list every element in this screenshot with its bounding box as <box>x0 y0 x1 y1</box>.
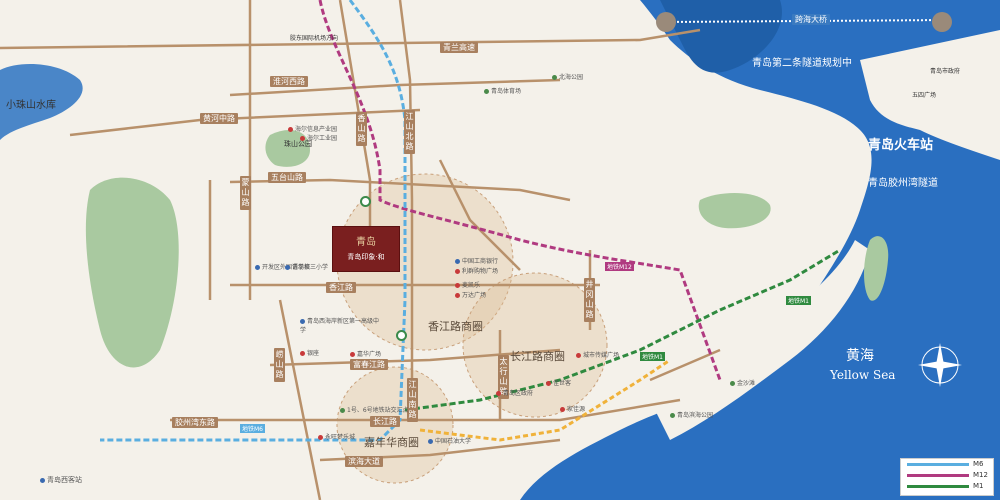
project-logo: 青岛 <box>356 237 376 248</box>
road-label-wutaishan: 五台山路 <box>268 172 306 183</box>
metro-label-m1-east: 地铁M1 <box>786 296 811 305</box>
poi-item[interactable]: 佳世客 <box>546 378 571 387</box>
road-label-jiangshan-s: 江山南路 <box>407 378 418 422</box>
area-label-jianianhua-biz: 嘉年华商圈 <box>364 436 419 449</box>
poi-item[interactable]: 麦凯乐 <box>455 280 480 289</box>
road-label-fuchunjiang: 富春江路 <box>350 359 388 370</box>
kuahai-bridge <box>664 19 951 23</box>
road-label-mengshan: 蒙山路 <box>240 176 251 210</box>
hill-center <box>265 130 310 167</box>
poi-item[interactable]: 永旺梦乐城 <box>318 432 355 441</box>
poi-item[interactable]: 万达广场 <box>455 290 486 299</box>
bridge-end-east <box>932 12 952 32</box>
reservoir <box>0 64 83 140</box>
road-label-xiangjiang: 香江路 <box>326 282 356 293</box>
road-label-changjiang: 长江路 <box>370 416 400 427</box>
peninsula <box>860 30 1000 160</box>
legend-row-m12: M12 <box>901 470 993 481</box>
poi-item[interactable]: 青岛第三小学 <box>285 262 328 271</box>
area-label-airport: 胶东国际机场方向 <box>290 35 339 42</box>
bridge-end-west <box>656 12 676 32</box>
poi-item[interactable]: 海尔信息产业园 <box>288 124 337 133</box>
area-label-west-station: 青岛西客站 <box>40 475 82 485</box>
sea-area <box>520 0 1000 500</box>
area-label-city-gov: 青岛市政府 <box>930 68 961 75</box>
poi-item[interactable]: 家佳源 <box>560 404 585 413</box>
metro-lines <box>100 0 841 442</box>
poi-item[interactable]: 青岛滨海公园 <box>670 410 713 419</box>
metro-station[interactable] <box>360 196 371 207</box>
hill-se <box>864 236 889 301</box>
metro-label-m12: 地铁M12 <box>605 262 634 271</box>
area-label-yellow-sea-cn: 黄海 <box>846 348 874 364</box>
road-label-jiaozhouwan: 胶州湾东路 <box>172 417 218 428</box>
road-label-huanghe: 黄河中路 <box>200 113 238 124</box>
road-label-xiangshan: 香山路 <box>356 112 367 146</box>
road-label-jiangshan-n: 江山北路 <box>404 110 415 154</box>
poi-item[interactable]: 青岛体育场 <box>484 86 521 95</box>
legend-label-m6: M6 <box>973 460 984 468</box>
poi-item[interactable]: 北海公园 <box>552 72 583 81</box>
legend-swatch-m1 <box>907 485 969 488</box>
area-label-second-tunnel: 青岛第二条隧道规划中 <box>752 58 852 69</box>
south-peninsula <box>650 240 870 440</box>
poi-item[interactable]: 银座 <box>300 348 319 357</box>
area-label-reservoir: 小珠山水库 <box>6 100 56 111</box>
area-label-jiaozhouwan-tunnel: 青岛胶州湾隧道 <box>868 178 938 189</box>
metro-label-m1: 地铁M1 <box>640 352 665 361</box>
road-label-kuahai: 跨海大桥 <box>792 14 830 25</box>
area-label-wusi-square: 五四广场 <box>912 92 937 99</box>
poi-item[interactable]: 中国工商银行 <box>455 256 498 265</box>
poi-item[interactable]: 青岛西海岸新区第一高级中学 <box>300 318 380 334</box>
legend-label-m12: M12 <box>973 471 988 479</box>
road-label-huaihe-w: 淮河西路 <box>270 76 308 87</box>
poi-item[interactable]: 城市传媒广场 <box>576 350 619 359</box>
poi-item[interactable]: 嘉华广场 <box>350 349 381 358</box>
road-label-laoshan: 崂山路 <box>274 348 285 382</box>
bay-area <box>660 0 782 73</box>
legend-swatch-m6 <box>907 463 969 466</box>
poi-item[interactable]: 金沙滩 <box>730 378 755 387</box>
legend-row-m6: M6 <box>901 459 993 470</box>
project-marker[interactable]: 青岛 青岛印象·和 <box>332 226 400 272</box>
hill-west <box>85 177 179 368</box>
poi-item[interactable]: 中国石油大学 <box>428 436 471 445</box>
metro-label-m6: 地铁M6 <box>240 424 265 433</box>
poi-item[interactable]: 青岛区政府 <box>496 388 533 397</box>
legend: M6 M12 M1 <box>900 458 994 496</box>
hill-east <box>698 193 771 229</box>
road-label-qinglan: 青兰高速 <box>440 42 478 53</box>
road-label-binhai: 滨海大道 <box>345 456 383 467</box>
project-name: 青岛印象·和 <box>347 253 385 261</box>
poi-item[interactable]: 海尔工业园 <box>300 133 337 142</box>
area-label-park: 珠山公园 <box>284 140 312 148</box>
area-label-changjiang-biz: 长江路商圈 <box>510 350 565 363</box>
road-label-jinggangshan: 井冈山路 <box>584 278 595 322</box>
legend-label-m1: M1 <box>973 482 984 490</box>
metro-station[interactable] <box>396 330 407 341</box>
poi-item[interactable]: 利群购物广场 <box>455 266 498 275</box>
legend-swatch-m12 <box>907 474 969 477</box>
area-label-xiangjiang-biz: 香江路商圈 <box>428 320 483 333</box>
area-label-qingdao-station: 青岛火车站 <box>868 138 934 153</box>
area-label-yellow-sea-en: Yellow Sea <box>830 368 896 382</box>
compass-rose <box>918 343 962 387</box>
poi-item[interactable]: 1号、6号地铁站交汇点 <box>340 405 409 414</box>
legend-row-m1: M1 <box>901 481 993 492</box>
